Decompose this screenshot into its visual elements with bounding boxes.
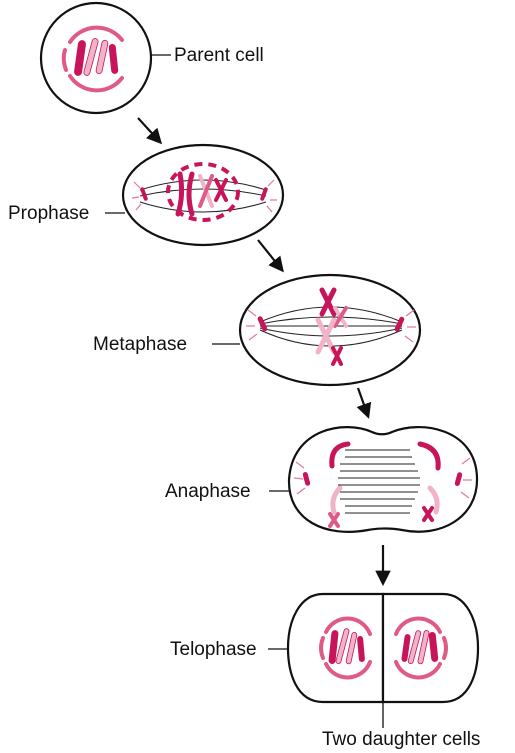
parent-cell bbox=[41, 3, 151, 113]
label-parent-cell: Parent cell bbox=[174, 45, 264, 66]
telophase-cells bbox=[288, 594, 478, 702]
arrow-1 bbox=[138, 118, 160, 142]
label-prophase: Prophase bbox=[8, 203, 89, 224]
label-two-daughter-cells: Two daughter cells bbox=[322, 729, 480, 750]
label-anaphase: Anaphase bbox=[165, 481, 251, 502]
anaphase-cell bbox=[289, 427, 477, 532]
label-telophase: Telophase bbox=[170, 639, 257, 660]
metaphase-cell bbox=[240, 275, 420, 385]
arrow-2 bbox=[258, 240, 282, 270]
prophase-cell bbox=[123, 145, 283, 245]
label-metaphase: Metaphase bbox=[93, 334, 187, 355]
arrow-3 bbox=[358, 388, 368, 416]
